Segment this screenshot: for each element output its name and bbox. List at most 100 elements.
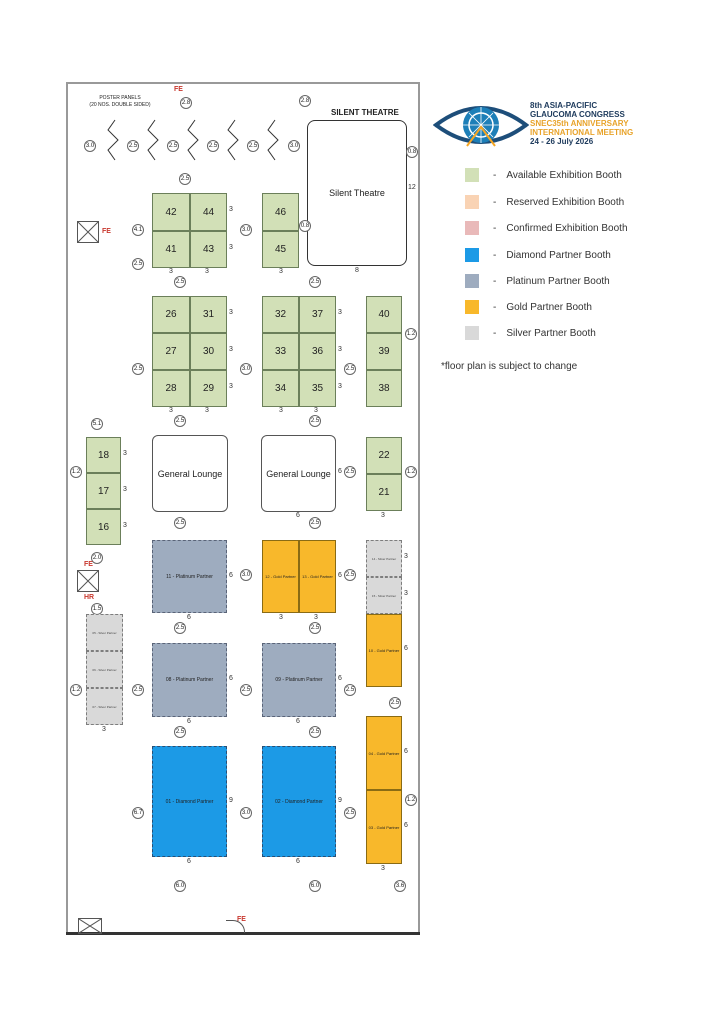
clearance-marker: 2.5 — [309, 622, 321, 634]
booth-diamond-01[interactable]: 01 - Diamond Partner — [152, 746, 227, 857]
booth-silver-05[interactable]: 05 - Silver Partner — [86, 614, 123, 651]
clearance-marker: 2.5 — [309, 726, 321, 738]
dimension: 3 — [279, 268, 283, 275]
floor-plan-note: *floor plan is subject to change — [441, 361, 578, 372]
dimension: 6 — [296, 858, 300, 865]
booth-38[interactable]: 38 — [366, 370, 402, 407]
legend-label: Platinum Partner Booth — [506, 275, 610, 287]
dimension: 3 — [229, 309, 233, 316]
legend-label: Silver Partner Booth — [506, 327, 596, 339]
silent-theatre-header: SILENT THEATRE — [331, 108, 399, 117]
dimension: 12 — [408, 184, 416, 191]
booth-28[interactable]: 28 — [152, 370, 190, 407]
general-lounge-label: General Lounge — [266, 468, 331, 479]
booth-45[interactable]: 45 — [262, 231, 299, 268]
legend-label: Diamond Partner Booth — [506, 249, 611, 261]
booth-platinum-08[interactable]: 08 - Platinum Partner — [152, 643, 227, 717]
hall-wall-left — [66, 82, 68, 934]
silent-theatre-label: Silent Theatre — [329, 188, 385, 198]
booth-diamond-02[interactable]: 02 - Diamond Partner — [262, 746, 336, 857]
clearance-marker: 2.5 — [132, 363, 144, 375]
general-lounge-left[interactable]: General Lounge — [152, 435, 228, 512]
legend-swatch — [465, 195, 479, 209]
clearance-marker: 2.5 — [207, 140, 219, 152]
booth-35[interactable]: 35 — [299, 370, 336, 407]
congress-title-line1: 8th ASIA-PACIFIC — [530, 101, 598, 110]
booth-gold-04[interactable]: 04 - Gold Partner — [366, 716, 402, 790]
booth-gold-12[interactable]: 12 - Gold Partner — [262, 540, 299, 613]
clearance-marker: 2.5 — [174, 517, 186, 529]
dimension: 3 — [338, 346, 342, 353]
booth-37[interactable]: 37 — [299, 296, 336, 333]
clearance-marker: 4.1 — [132, 224, 144, 236]
booth-36[interactable]: 36 — [299, 333, 336, 370]
fire-extinguisher-label: FE — [102, 228, 111, 235]
general-lounge-right[interactable]: General Lounge — [261, 435, 336, 512]
dimension: 6 — [338, 468, 342, 475]
booth-32[interactable]: 32 — [262, 296, 299, 333]
legend-item-platinum: - Platinum Partner Booth — [465, 274, 610, 288]
booth-43[interactable]: 43 — [190, 231, 227, 268]
dimension: 3 — [205, 268, 209, 275]
booth-silver-06[interactable]: 06 - Silver Partner — [86, 651, 123, 688]
silent-theatre[interactable]: Silent Theatre — [307, 120, 407, 266]
legend-dash: - — [493, 301, 497, 313]
legend-swatch — [465, 326, 479, 340]
dimension: 3 — [169, 268, 173, 275]
booth-16[interactable]: 16 — [86, 509, 121, 545]
booth-27[interactable]: 27 — [152, 333, 190, 370]
booth-34[interactable]: 34 — [262, 370, 299, 407]
booth-40[interactable]: 40 — [366, 296, 402, 333]
booth-29[interactable]: 29 — [190, 370, 227, 407]
clearance-marker: 3.0 — [240, 224, 252, 236]
poster-panels-subtitle: (20 NOS. DOUBLE SIDED) — [89, 102, 151, 108]
booth-39[interactable]: 39 — [366, 333, 402, 370]
booth-30[interactable]: 30 — [190, 333, 227, 370]
booth-gold-03[interactable]: 03 - Gold Partner — [366, 790, 402, 864]
dimension: 3 — [123, 450, 127, 457]
booth-platinum-09[interactable]: 09 - Platinum Partner — [262, 643, 336, 717]
dimension: 9 — [338, 797, 342, 804]
legend-item-gold: - Gold Partner Booth — [465, 300, 592, 314]
booth-silver-15[interactable]: 15 - Silver Partner — [366, 577, 402, 614]
poster-panels-zigzags — [107, 119, 279, 161]
legend-dash: - — [493, 327, 497, 339]
clearance-marker: 2.5 — [344, 569, 356, 581]
booth-46[interactable]: 46 — [262, 193, 299, 231]
legend-dash: - — [493, 222, 497, 234]
dimension: 8 — [355, 267, 359, 274]
clearance-marker: 2.0 — [91, 552, 103, 564]
dimension: 3 — [314, 614, 318, 621]
booth-18[interactable]: 18 — [86, 437, 121, 473]
booth-gold-13[interactable]: 13 - Gold Partner — [299, 540, 336, 613]
fire-extinguisher-label: FE — [84, 561, 93, 568]
clearance-marker: 3.0 — [288, 140, 300, 152]
booth-42[interactable]: 42 — [152, 193, 190, 231]
booth-22[interactable]: 22 — [366, 437, 402, 474]
dimension: 3 — [338, 383, 342, 390]
clearance-marker: 2.5 — [309, 517, 321, 529]
legend-label: Confirmed Exhibition Booth — [506, 222, 628, 234]
congress-title-line2: GLAUCOMA CONGRESS — [530, 110, 625, 119]
booth-41[interactable]: 41 — [152, 231, 190, 268]
booth-26[interactable]: 26 — [152, 296, 190, 333]
dimension: 3 — [279, 614, 283, 621]
booth-33[interactable]: 33 — [262, 333, 299, 370]
clearance-marker: 2.5 — [344, 684, 356, 696]
clearance-marker: 2.5 — [174, 276, 186, 288]
booth-silver-07[interactable]: 07 - Silver Partner — [86, 688, 123, 725]
legend-dash: - — [493, 196, 497, 208]
booth-silver-14[interactable]: 14 - Silver Partner — [366, 540, 402, 577]
booth-gold-10[interactable]: 10 - Gold Partner — [366, 614, 402, 687]
clearance-marker: 2.5 — [132, 258, 144, 270]
booth-17[interactable]: 17 — [86, 473, 121, 509]
booth-31[interactable]: 31 — [190, 296, 227, 333]
dimension: 3 — [404, 553, 408, 560]
clearance-marker: 1.2 — [405, 466, 417, 478]
hose-reel-box — [77, 570, 99, 592]
booth-platinum-11[interactable]: 11 - Platinum Partner — [152, 540, 227, 613]
clearance-marker: 2.5 — [179, 173, 191, 185]
booth-21[interactable]: 21 — [366, 474, 402, 511]
booth-44[interactable]: 44 — [190, 193, 227, 231]
legend-swatch — [465, 248, 479, 262]
